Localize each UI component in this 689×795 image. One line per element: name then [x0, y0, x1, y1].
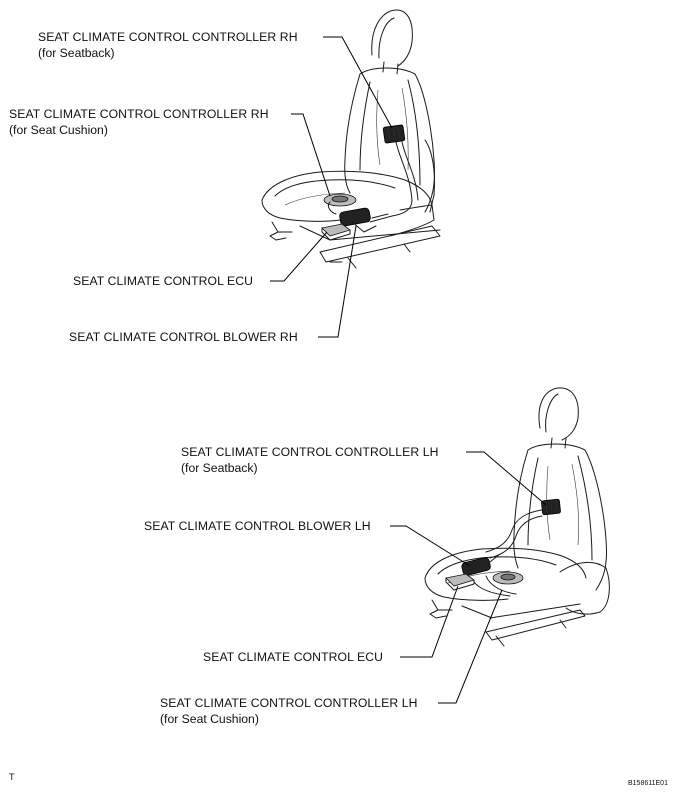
leader-rh-blower — [318, 225, 357, 338]
label-rh-ecu: SEAT CLIMATE CONTROL ECU — [73, 274, 254, 288]
label-rh-controller-cushion: SEAT CLIMATE CONTROL CONTROLLER RH — [9, 107, 269, 121]
label-rh-controller-cushion-sub: (for Seat Cushion) — [9, 123, 108, 137]
label-rh-blower: SEAT CLIMATE CONTROL BLOWER RH — [69, 330, 298, 344]
leader-rh-controller-seatback — [323, 36, 393, 129]
label-lh-controller-cushion: SEAT CLIMATE CONTROL CONTROLLER LH — [160, 696, 418, 710]
label-lh-ecu: SEAT CLIMATE CONTROL ECU — [203, 650, 384, 664]
label-rh-controller-seatback: SEAT CLIMATE CONTROL CONTROLLER RH — [38, 30, 298, 44]
label-lh-controller-seatback: SEAT CLIMATE CONTROL CONTROLLER LH — [181, 445, 439, 459]
label-lh-controller-seatback-sub: (for Seatback) — [181, 461, 258, 475]
label-lh-blower: SEAT CLIMATE CONTROL BLOWER LH — [144, 519, 371, 533]
footer-mark: T — [9, 772, 15, 782]
leader-rh-controller-cushion — [291, 113, 331, 197]
leader-lh-controller-seatback — [466, 451, 547, 506]
leader-lh-blower — [390, 525, 471, 567]
leader-rh-ecu — [270, 231, 328, 282]
leader-lh-controller-cushion — [438, 589, 503, 704]
leader-lh-ecu — [400, 585, 459, 658]
figure-code: B158611E01 — [628, 780, 668, 787]
rh-seat-illustration — [261, 9, 441, 269]
lh-seat-illustration — [424, 387, 610, 647]
label-rh-controller-seatback-sub: (for Seatback) — [38, 46, 115, 60]
label-lh-controller-cushion-sub: (for Seat Cushion) — [160, 712, 259, 726]
